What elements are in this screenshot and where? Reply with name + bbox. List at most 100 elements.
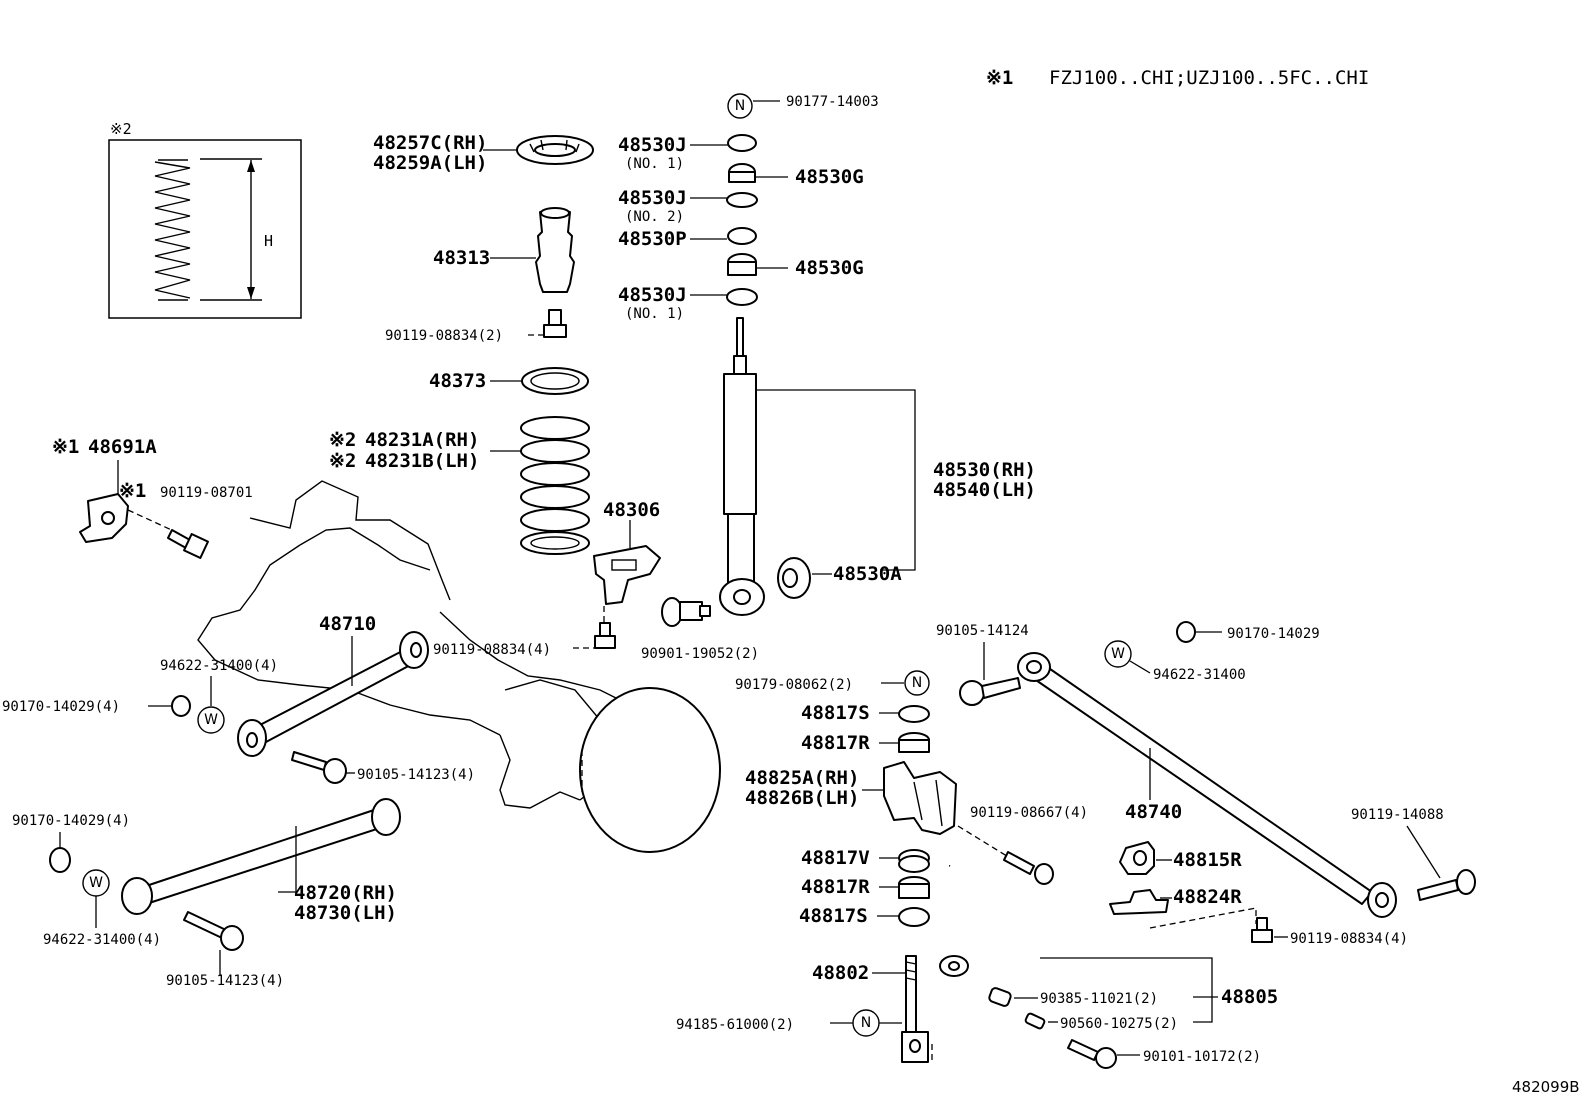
label-48824r: 48824R — [1173, 886, 1242, 908]
bolt-90119-08834-right — [1251, 917, 1273, 943]
svg-text:W: W — [89, 875, 103, 891]
axle-housing — [197, 480, 721, 853]
bushing-48530a — [777, 557, 811, 599]
label-48710: 48710 — [319, 613, 376, 635]
label-48313: 48313 — [433, 247, 490, 269]
label-90119-08667: 90119-08667(4) — [970, 805, 1088, 821]
nut-90170-14029-4a — [171, 695, 191, 717]
marker-n-top: N — [727, 93, 753, 119]
coil-spring — [520, 416, 590, 555]
bolt-90119-08834-upper — [543, 309, 567, 338]
label-48231b: 48231B(LH) — [365, 450, 479, 472]
label-48826b: 48826B(LH) — [745, 787, 859, 809]
inset-dimension-line — [200, 158, 262, 301]
bolt-90105-14124 — [959, 677, 1021, 706]
label-94622-31400: 94622-31400 — [1153, 667, 1246, 683]
label-48231a: 48231A(RH) — [365, 429, 479, 451]
footnote-text: FZJ100..CHI;UZJ100..5FC..CHI — [1049, 67, 1369, 89]
label-90119-14088: 90119-14088 — [1351, 807, 1444, 823]
bracket-48825a — [883, 761, 957, 835]
svg-text:N: N — [861, 1015, 871, 1031]
label-48530g-b: 48530G — [795, 257, 864, 279]
label-90105-14123-4a: 90105-14123(4) — [357, 767, 475, 783]
leader-94622-31400 — [1129, 660, 1151, 674]
label-no1b: (NO. 1) — [625, 306, 684, 322]
inset-mark: ※2 — [110, 120, 132, 138]
label-48802: 48802 — [812, 962, 869, 984]
cushion-48817r-a — [898, 732, 930, 753]
bolt-90105-14123-lower — [183, 911, 244, 951]
cushion-48817s-b — [898, 907, 930, 927]
label-48530j-2: 48530J — [618, 187, 687, 209]
label-48817v: 48817V — [801, 847, 870, 869]
leader-48530 — [756, 389, 916, 571]
label-48691a: 48691A — [88, 436, 157, 458]
label-90177-14003: 90177-14003 — [786, 94, 879, 110]
bracket-48691a — [79, 493, 129, 543]
cushion-48817v — [898, 849, 930, 873]
bolt-90119-14088 — [1417, 869, 1476, 901]
label-90119-08834-2: 90119-08834(2) — [385, 328, 503, 344]
lateral-control-rod — [1017, 652, 1397, 918]
inset-dimension-label: H — [264, 232, 273, 250]
washer-48530p — [727, 227, 757, 245]
label-48530p: 48530P — [618, 228, 687, 250]
inset-coil-spring — [154, 159, 191, 301]
label-90119-08834-4a: 90119-08834(4) — [433, 642, 551, 658]
stabilizer-bracket-48824r — [1109, 889, 1169, 915]
label-48257c: 48257C(RH) — [373, 132, 487, 154]
label-48530a: 48530A — [833, 563, 902, 585]
svg-text:W: W — [204, 712, 218, 728]
nut-90170-14029 — [1176, 621, 1196, 643]
leader-90119-14088 — [1406, 825, 1441, 879]
marker-n-bottom: N — [852, 1009, 880, 1037]
label-48540: 48540(LH) — [933, 479, 1036, 501]
label-48740: 48740 — [1125, 801, 1182, 823]
dash-48824r — [1149, 907, 1257, 929]
marker-w-left-lower: W — [82, 869, 110, 897]
label-90179-08062: 90179-08062(2) — [735, 677, 853, 693]
label-90105-14123-4b: 90105-14123(4) — [166, 973, 284, 989]
label-90170-14029-4b: 90170-14029(4) — [12, 813, 130, 829]
cushion-48817s-a — [898, 705, 930, 723]
cushion-48530j-1b — [726, 288, 758, 306]
label-48815r: 48815R — [1173, 849, 1242, 871]
mark-48231a: ※2 — [329, 429, 356, 451]
marker-n-stabilizer: N — [904, 670, 930, 696]
footnote-mark: ※1 — [986, 67, 1013, 89]
label-94622-31400-4a: 94622-31400(4) — [160, 658, 278, 674]
leader-90119-08701 — [127, 509, 177, 533]
leader-90119-08667 — [957, 825, 1011, 859]
label-90119-08834-4b: 90119-08834(4) — [1290, 931, 1408, 947]
diagram-code: 482099B — [1512, 1078, 1580, 1096]
cushion-48817r-b — [898, 876, 930, 899]
leader-48805 — [1040, 957, 1213, 1023]
marker-w-right: W — [1104, 640, 1132, 668]
cushion-48530g-b — [727, 253, 757, 276]
stabilizer-bar — [939, 863, 1068, 982]
label-48825a: 48825A(RH) — [745, 767, 859, 789]
upper-control-arm — [237, 631, 429, 757]
bolt-90101-10172 — [1067, 1039, 1117, 1069]
label-48530: 48530(RH) — [933, 459, 1036, 481]
stabilizer-bushing-48815r — [1119, 841, 1155, 875]
label-90170-14029: 90170-14029 — [1227, 626, 1320, 642]
svg-text:W: W — [1111, 646, 1125, 662]
nut-90170-14029-4b — [49, 847, 71, 873]
leader-48720 — [278, 826, 297, 893]
label-48306: 48306 — [603, 499, 660, 521]
bushing-90385-11021 — [988, 987, 1012, 1007]
bolt-90901-19052 — [661, 597, 711, 627]
mark-48691a: ※1 — [52, 436, 79, 458]
label-no2: (NO. 2) — [625, 209, 684, 225]
label-90105-14124: 90105-14124 — [936, 623, 1029, 639]
bump-stopper — [535, 207, 575, 293]
mark-90119-08701: ※1 — [119, 480, 146, 502]
cushion-48530g-a — [728, 163, 756, 183]
label-no1a: (NO. 1) — [625, 156, 684, 172]
label-90101-10172: 90101-10172(2) — [1143, 1049, 1261, 1065]
label-48817s-b: 48817S — [799, 905, 868, 927]
svg-text:N: N — [912, 675, 922, 691]
label-48530g-a: 48530G — [795, 166, 864, 188]
